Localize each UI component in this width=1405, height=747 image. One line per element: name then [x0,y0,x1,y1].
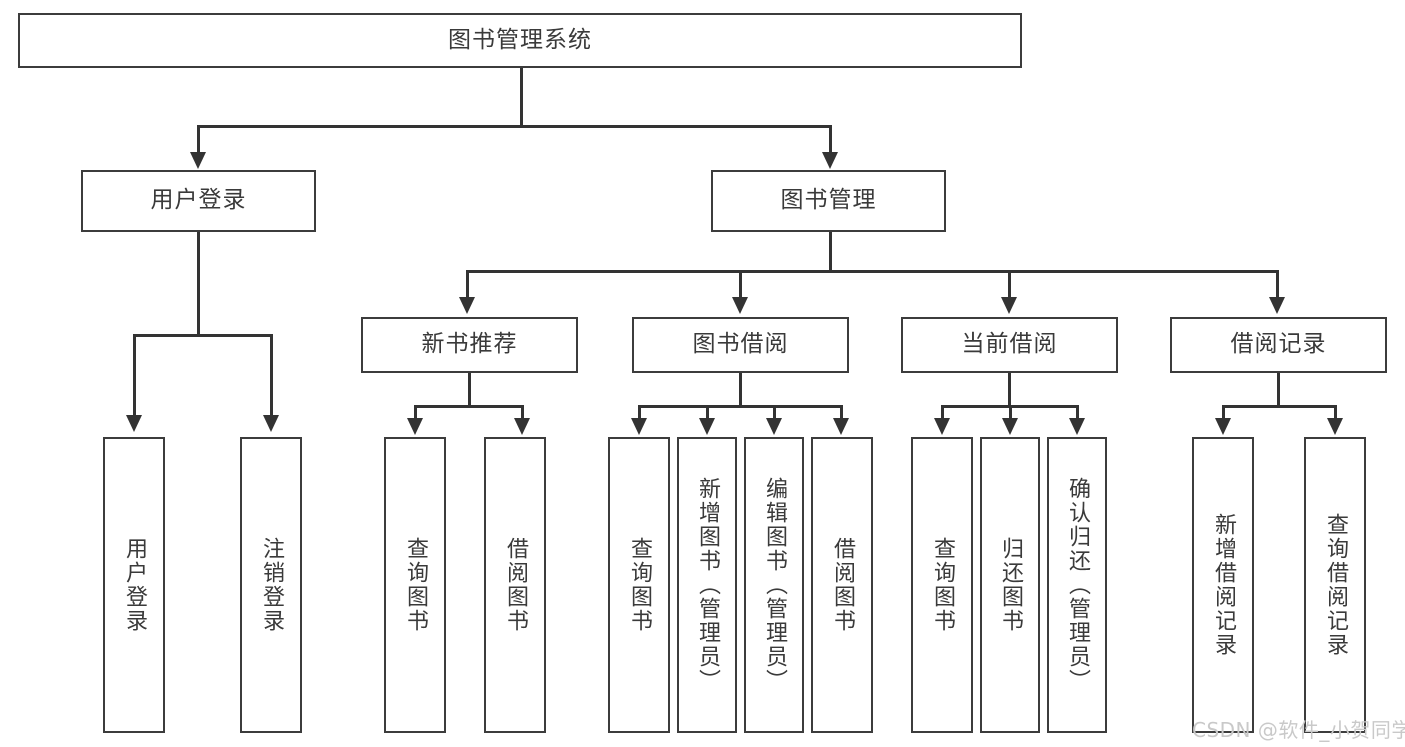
node-label: 编辑图书（管理员） [761,477,787,693]
node-label: 借阅图书 [502,537,528,633]
leaf-user-login[interactable]: 用户登录 [103,437,165,733]
arrow-root-to-user-login [190,152,206,169]
edge-book-mgmt-to-cat-2 [739,270,742,298]
edge-current-borrow-to-leaf-2 [1009,405,1012,419]
node-label: 归还图书 [997,537,1023,633]
arrow-book-mgmt-to-cat-4 [1269,297,1285,314]
arrow-borrow-record-to-leaf-2 [1327,418,1343,435]
leaf-add-book-admin[interactable]: 新增图书（管理员） [677,437,737,733]
edge-root-stem [520,68,523,125]
node-label: 查询图书 [929,537,955,633]
arrow-book-mgmt-to-cat-1 [459,297,475,314]
edge-user-login-to-leaf-1 [133,334,136,416]
leaf-query-book-current[interactable]: 查询图书 [911,437,973,733]
node-label: 用户登录 [121,537,147,633]
node-borrow-record[interactable]: 借阅记录 [1170,317,1387,373]
edge-book-borrow-stem [739,373,742,405]
node-current-borrow[interactable]: 当前借阅 [901,317,1118,373]
edge-book-borrow-to-leaf-1 [638,405,641,419]
node-label: 借阅记录 [1230,331,1327,358]
node-label: 用户登录 [150,187,247,214]
arrow-borrow-record-to-leaf-1 [1215,418,1231,435]
leaf-borrow-book[interactable]: 借阅图书 [811,437,873,733]
edge-borrow-record-stem [1277,373,1280,405]
arrow-root-to-book-mgmt [822,152,838,169]
edge-root-to-user-login [197,125,200,153]
edge-root-bar [197,125,832,128]
arrow-book-borrow-to-leaf-1 [631,418,647,435]
node-label: 新书推荐 [421,331,518,358]
node-book-management[interactable]: 图书管理 [711,170,946,232]
arrow-current-borrow-to-leaf-1 [934,418,950,435]
arrow-book-mgmt-to-cat-3 [1001,297,1017,314]
node-user-login[interactable]: 用户登录 [81,170,316,232]
edge-book-borrow-bar [638,405,842,408]
node-book-borrow[interactable]: 图书借阅 [632,317,849,373]
node-label: 查询图书 [402,537,428,633]
arrow-book-borrow-to-leaf-2 [699,418,715,435]
edge-book-mgmt-to-cat-3 [1008,270,1011,298]
node-root-system[interactable]: 图书管理系统 [18,13,1022,68]
edge-user-login-stem [197,232,200,334]
node-new-book-recommend[interactable]: 新书推荐 [361,317,578,373]
leaf-edit-book-admin[interactable]: 编辑图书（管理员） [744,437,804,733]
leaf-query-book-borrow[interactable]: 查询图书 [608,437,670,733]
edge-book-mgmt-bar [466,270,1277,273]
edge-book-borrow-to-leaf-2 [706,405,709,419]
edge-new-book-to-leaf-2 [521,405,524,419]
edge-user-login-to-leaf-2 [270,334,273,416]
node-label: 确认归还（管理员） [1064,477,1090,693]
node-label: 注销登录 [258,537,284,633]
arrow-new-book-to-leaf-2 [514,418,530,435]
leaf-confirm-return-admin[interactable]: 确认归还（管理员） [1047,437,1107,733]
arrow-book-mgmt-to-cat-2 [732,297,748,314]
edge-current-borrow-stem [1008,373,1011,405]
node-label: 查询图书 [626,537,652,633]
arrow-book-borrow-to-leaf-3 [766,418,782,435]
node-label: 新增图书（管理员） [694,477,720,693]
arrow-new-book-to-leaf-1 [407,418,423,435]
edge-borrow-record-bar [1222,405,1336,408]
leaf-add-borrow-record[interactable]: 新增借阅记录 [1192,437,1254,733]
edge-user-login-bar [133,334,272,337]
edge-current-borrow-to-leaf-1 [941,405,944,419]
edge-borrow-record-to-leaf-1 [1222,405,1225,419]
edge-book-borrow-to-leaf-3 [773,405,776,419]
edge-new-book-stem [468,373,471,405]
leaf-query-book-recommend[interactable]: 查询图书 [384,437,446,733]
node-label: 图书管理 [780,187,877,214]
edge-current-borrow-to-leaf-3 [1076,405,1079,419]
node-label: 图书管理系统 [448,26,592,53]
edge-book-borrow-to-leaf-4 [840,405,843,419]
leaf-logout[interactable]: 注销登录 [240,437,302,733]
node-label: 新增借阅记录 [1210,513,1236,657]
edge-new-book-to-leaf-1 [414,405,417,419]
edge-book-mgmt-to-cat-4 [1276,270,1279,298]
arrow-current-borrow-to-leaf-2 [1002,418,1018,435]
arrow-current-borrow-to-leaf-3 [1069,418,1085,435]
node-label: 借阅图书 [829,537,855,633]
edge-root-to-book-mgmt [829,125,832,153]
edge-book-mgmt-to-cat-1 [466,270,469,298]
watermark-text: CSDN @软件_小贺同学 [1192,718,1405,742]
edge-new-book-bar [414,405,524,408]
leaf-borrow-book-recommend[interactable]: 借阅图书 [484,437,546,733]
edge-borrow-record-to-leaf-2 [1334,405,1337,419]
arrow-user-login-to-leaf-1 [126,415,142,432]
node-label: 图书借阅 [692,331,789,358]
node-label: 查询借阅记录 [1322,513,1348,657]
leaf-return-book[interactable]: 归还图书 [980,437,1040,733]
arrow-book-borrow-to-leaf-4 [833,418,849,435]
leaf-query-borrow-record[interactable]: 查询借阅记录 [1304,437,1366,733]
node-label: 当前借阅 [961,331,1058,358]
arrow-user-login-to-leaf-2 [263,415,279,432]
edge-book-mgmt-stem [829,232,832,270]
